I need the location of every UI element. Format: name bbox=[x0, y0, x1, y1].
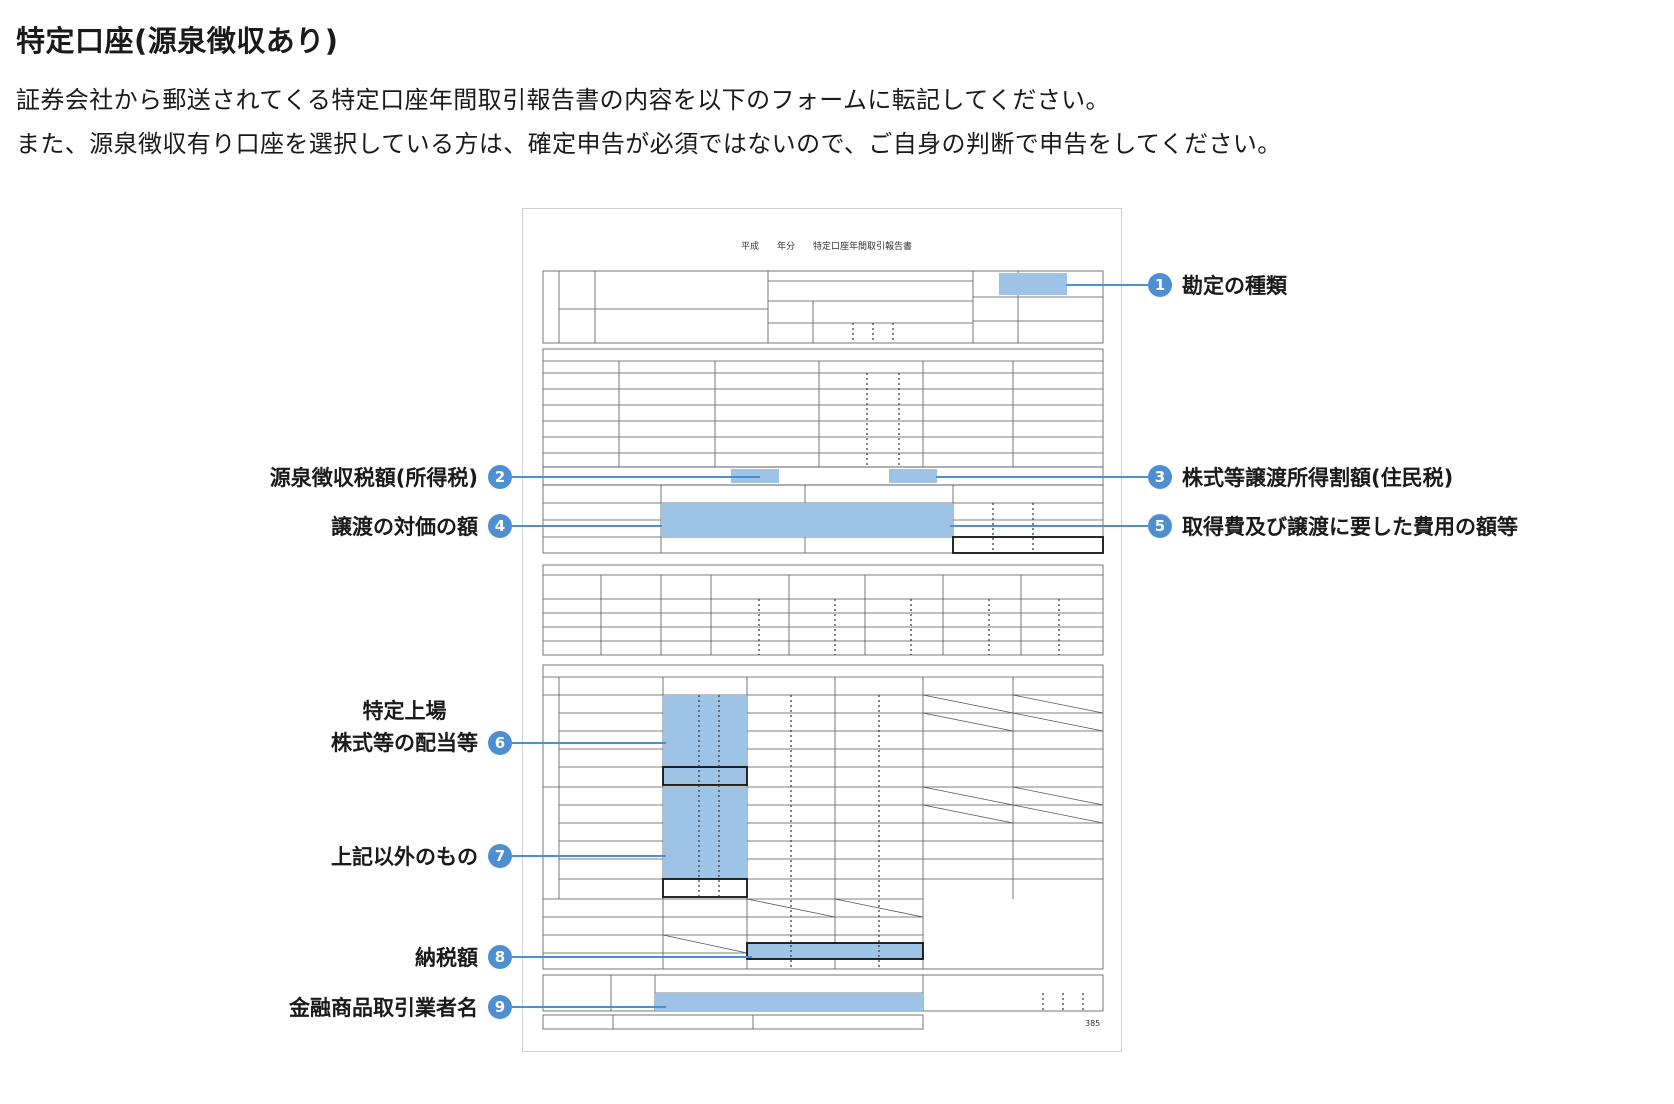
page-title: 特定口座(源泉徴収あり) bbox=[16, 24, 339, 58]
callout-9: 金融商品取引業者名 9 bbox=[289, 993, 512, 1021]
callout-4-badge: 4 bbox=[488, 514, 512, 538]
callout-4-label: 譲渡の対価の額 bbox=[331, 515, 478, 539]
connector-4 bbox=[512, 525, 662, 527]
callout-7-badge: 7 bbox=[488, 844, 512, 868]
callout-6-label-line-2: 株式等の配当等 bbox=[331, 731, 478, 755]
callout-1-badge: 1 bbox=[1148, 273, 1172, 297]
callout-8-label: 納税額 bbox=[415, 946, 478, 970]
annual-trade-report-form: 平成 年分 特定口座年間取引報告書 385 bbox=[522, 208, 1122, 1052]
connector-6 bbox=[512, 742, 666, 744]
form-title: 平成 年分 特定口座年間取引報告書 bbox=[741, 242, 913, 252]
form-page-number: 385 bbox=[1085, 1019, 1101, 1028]
callout-5-label: 取得費及び譲渡に要した費用の額等 bbox=[1182, 515, 1518, 539]
callout-8: 納税額 8 bbox=[415, 943, 512, 971]
callout-7: 上記以外のもの 7 bbox=[331, 842, 512, 870]
connector-1 bbox=[1066, 284, 1148, 286]
connector-5 bbox=[950, 525, 1148, 527]
connector-7 bbox=[512, 855, 666, 857]
connector-2 bbox=[512, 476, 760, 478]
callout-3-badge: 3 bbox=[1148, 465, 1172, 489]
callout-6: 特定上場 株式等の配当等 6 bbox=[331, 699, 512, 759]
callout-8-badge: 8 bbox=[488, 945, 512, 969]
callout-5: 5 取得費及び譲渡に要した費用の額等 bbox=[1148, 512, 1518, 540]
connector-3 bbox=[936, 476, 1148, 478]
callout-9-label: 金融商品取引業者名 bbox=[289, 996, 478, 1020]
callout-2-label: 源泉徴収税額(所得税) bbox=[269, 466, 478, 490]
callout-5-badge: 5 bbox=[1148, 514, 1172, 538]
callout-1-label: 勘定の種類 bbox=[1182, 274, 1287, 298]
callout-7-label: 上記以外のもの bbox=[331, 845, 478, 869]
callout-3: 3 株式等譲渡所得割額(住民税) bbox=[1148, 463, 1453, 491]
connector-8 bbox=[512, 956, 752, 958]
callout-6-label: 特定上場 株式等の配当等 bbox=[331, 699, 478, 759]
callout-6-badge: 6 bbox=[488, 731, 512, 755]
callout-2-badge: 2 bbox=[488, 465, 512, 489]
description-line-2: また、源泉徴収有り口座を選択している方は、確定申告が必須ではないので、ご自身の判… bbox=[16, 130, 1282, 158]
description-line-1: 証券会社から郵送されてくる特定口座年間取引報告書の内容を以下のフォームに転記して… bbox=[16, 86, 1110, 114]
callout-4: 譲渡の対価の額 4 bbox=[331, 512, 512, 540]
callout-1: 1 勘定の種類 bbox=[1148, 271, 1287, 299]
connector-9 bbox=[512, 1006, 666, 1008]
callout-3-label: 株式等譲渡所得割額(住民税) bbox=[1182, 466, 1454, 490]
form-grid bbox=[542, 270, 1104, 1030]
callout-2: 源泉徴収税額(所得税) 2 bbox=[270, 463, 512, 491]
callout-9-badge: 9 bbox=[488, 995, 512, 1019]
callout-6-label-line-1: 特定上場 bbox=[362, 699, 447, 723]
